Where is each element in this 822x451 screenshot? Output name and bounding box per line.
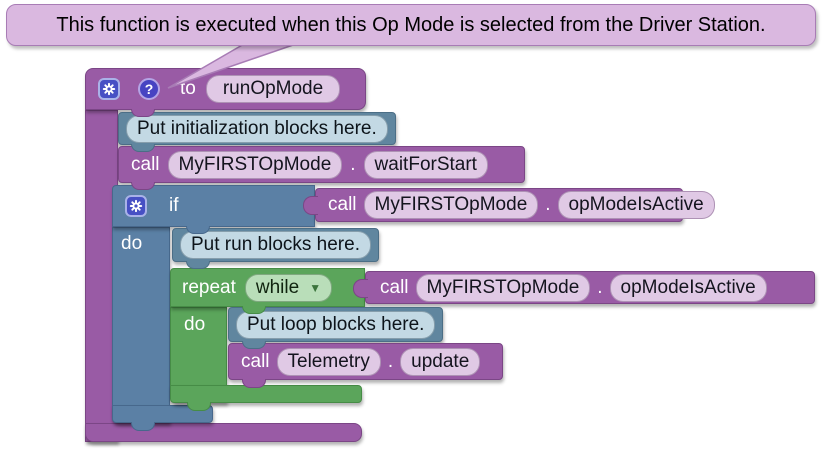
object-field[interactable]: MyFIRSTOpMode	[167, 150, 343, 179]
repeat-block-header[interactable]: repeat while ▼	[170, 268, 365, 307]
call-waitforstart-block[interactable]: call MyFIRSTOpMode . waitForStart	[118, 146, 525, 183]
if-keyword: if	[169, 195, 179, 216]
if-block-header[interactable]: if	[112, 185, 315, 227]
if-block-bottom[interactable]	[112, 405, 213, 423]
help-question-icon[interactable]: ?	[138, 78, 160, 100]
if-mutator-gear-icon[interactable]	[125, 195, 147, 217]
loop-comment-field[interactable]: Put loop blocks here.	[236, 310, 436, 339]
call-keyword: call	[241, 350, 270, 372]
if-condition-plug	[303, 196, 318, 215]
dot-separator: .	[597, 276, 603, 298]
call-keyword: call	[380, 276, 409, 298]
function-block-bottom[interactable]	[85, 423, 362, 442]
if-do-label: do	[121, 233, 143, 254]
dot-separator: .	[545, 194, 551, 215]
function-name-field[interactable]: runOpMode	[205, 75, 341, 103]
call-keyword: call	[328, 194, 357, 215]
if-block-spine[interactable]	[112, 227, 170, 423]
init-comment-field[interactable]: Put initialization blocks here.	[126, 114, 388, 143]
object-field[interactable]: Telemetry	[276, 347, 381, 376]
call-keyword: call	[131, 153, 160, 175]
repeat-do-label: do	[184, 314, 206, 335]
object-field[interactable]: MyFIRSTOpMode	[363, 191, 539, 219]
repeat-condition-plug	[353, 279, 368, 298]
dot-separator: .	[387, 350, 394, 372]
method-field[interactable]: opModeIsActive	[557, 191, 715, 219]
repeat-mode-value: while	[255, 276, 300, 298]
chevron-down-icon: ▼	[309, 280, 322, 295]
call-telemetry-update-block[interactable]: call Telemetry . update	[228, 343, 503, 380]
method-field[interactable]: update	[400, 347, 481, 376]
run-comment-block[interactable]: Put run blocks here.	[172, 228, 379, 262]
method-field[interactable]: waitForStart	[363, 150, 488, 179]
repeat-mode-dropdown[interactable]: while ▼	[244, 273, 333, 302]
init-comment-block[interactable]: Put initialization blocks here.	[118, 112, 396, 145]
method-field[interactable]: opModeIsActive	[609, 273, 767, 302]
repeat-block-bottom[interactable]	[170, 385, 362, 403]
run-comment-field[interactable]: Put run blocks here.	[180, 231, 371, 259]
repeat-condition-block[interactable]: call MyFIRSTOpMode . opModeIsActive	[365, 271, 815, 304]
function-block-header[interactable]: ? to runOpMode	[85, 68, 366, 110]
dot-separator: .	[350, 153, 356, 175]
mutator-gear-icon[interactable]	[98, 78, 120, 100]
tooltip-bubble: This function is executed when this Op M…	[6, 4, 816, 46]
object-field[interactable]: MyFIRSTOpMode	[415, 273, 591, 302]
if-condition-block[interactable]: call MyFIRSTOpMode . opModeIsActive	[315, 188, 715, 222]
loop-comment-block[interactable]: Put loop blocks here.	[228, 307, 444, 342]
repeat-keyword: repeat	[182, 276, 236, 298]
